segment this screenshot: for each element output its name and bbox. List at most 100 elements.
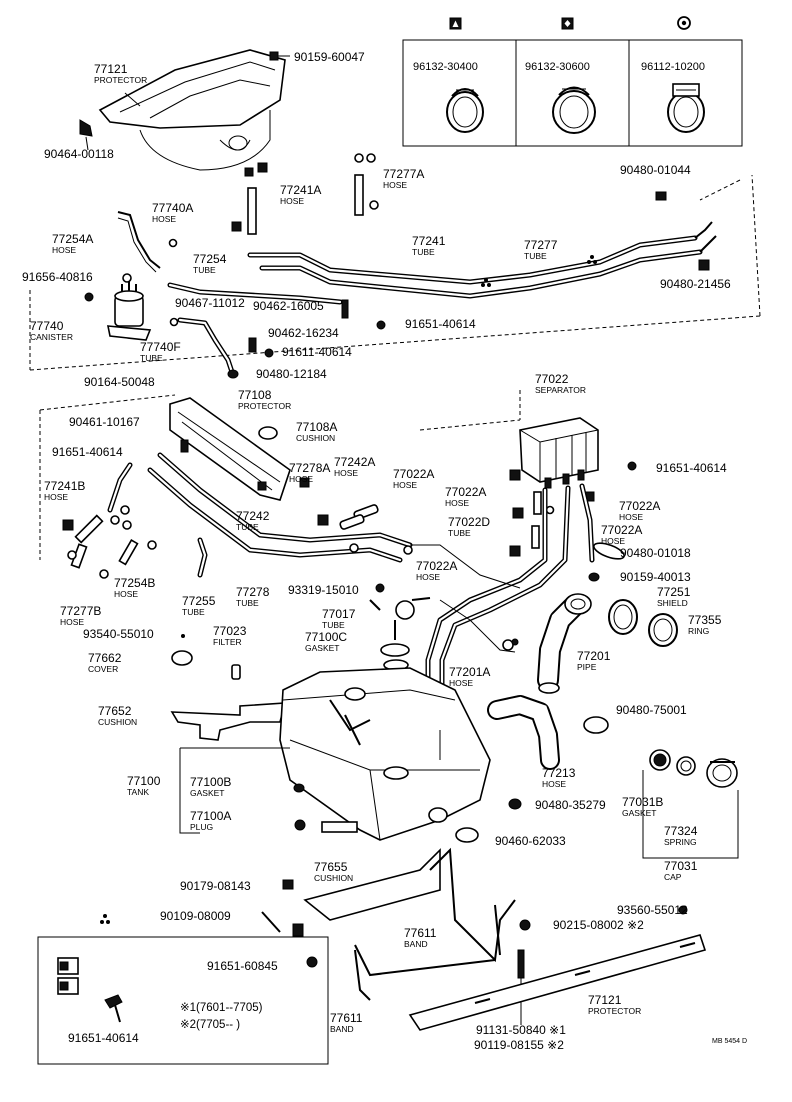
part-number-p77740: 77740 xyxy=(30,319,64,333)
clip-icon xyxy=(168,238,178,248)
part-number-p77022A_1: 77022A xyxy=(393,467,434,481)
cushion-77655 xyxy=(321,821,358,833)
hose-77278a xyxy=(339,514,365,530)
part-number-p90462_16234: 90462-16234 xyxy=(268,326,339,340)
part-number-p77277B: 77277B xyxy=(60,604,101,618)
clip-icon xyxy=(538,682,560,694)
part-number-p90480_01018: 90480-01018 xyxy=(620,546,691,560)
part-name-p77121_top: PROTECTOR xyxy=(94,75,147,85)
bolt-icon xyxy=(264,348,274,358)
part-name-p77740A: HOSE xyxy=(152,214,176,224)
clip-icon xyxy=(317,514,329,526)
part-number-p90461_10167: 90461-10167 xyxy=(69,415,140,429)
part-name-p77022A_1: HOSE xyxy=(393,480,417,490)
part-name-p77254: TUBE xyxy=(193,265,216,275)
gasket-77100b xyxy=(293,783,305,793)
bottom-protector xyxy=(408,934,707,1031)
hose-clip-icon xyxy=(446,88,484,133)
bands xyxy=(303,847,516,1001)
part-name-p77241A: HOSE xyxy=(280,196,304,206)
clip-icon xyxy=(110,515,120,525)
part-number-p91651_40614_c: 91651-40614 xyxy=(656,461,727,475)
part-number-p77108A: 77108A xyxy=(296,420,337,434)
separator-lines xyxy=(410,483,595,693)
part-name-p77100B: GASKET xyxy=(190,788,224,798)
bolt-icon xyxy=(341,299,349,319)
part-name-p77254A: HOSE xyxy=(52,245,76,255)
leader-line xyxy=(124,92,141,107)
part-name-p77213: HOSE xyxy=(542,779,566,789)
fuel-tubes xyxy=(107,452,413,578)
part-name-p77278A: HOSE xyxy=(289,474,313,484)
hose-77022a xyxy=(533,491,542,515)
bolt-icon xyxy=(248,337,257,353)
bracket-line xyxy=(642,770,739,859)
clip-icon xyxy=(509,545,521,557)
clip-triad-icon xyxy=(481,255,597,287)
part-number-p77100: 77100 xyxy=(127,774,161,788)
part-name-p77278: TUBE xyxy=(236,598,259,608)
clip-icon xyxy=(354,153,364,163)
part-number-p91611_40614: 91611-40614 xyxy=(282,345,352,359)
tube-77740f xyxy=(177,317,235,375)
fuel-cap-group xyxy=(649,749,738,788)
part-number-p77023: 77023 xyxy=(213,624,247,638)
part-number-p77022A_4: 77022A xyxy=(601,523,642,537)
part-name-p77100: TANK xyxy=(127,787,149,797)
part-name-p77277B: HOSE xyxy=(60,617,84,627)
tube-77740f xyxy=(178,318,234,374)
part-number-p77121_bot: 77121 xyxy=(588,993,622,1007)
shield-77251 xyxy=(608,599,638,635)
part-number-p77355: 77355 xyxy=(688,613,722,627)
hose-77213 xyxy=(489,696,558,768)
part-name-p77201A: HOSE xyxy=(449,678,473,688)
diagram-code: MB 5454 D xyxy=(712,1038,747,1045)
clip-icon xyxy=(593,542,625,560)
shield-77251 xyxy=(613,604,633,630)
clip-icon xyxy=(511,638,519,646)
part-number-p77242A: 77242A xyxy=(334,455,375,469)
part-name-p77255: TUBE xyxy=(182,607,205,617)
part-number-p90462_16005: 90462-16005 xyxy=(253,299,324,313)
part-name-p77017: TUBE xyxy=(322,620,345,630)
bolt-icon xyxy=(517,949,525,979)
triangle-symbol-icon xyxy=(452,20,459,27)
clip-icon xyxy=(509,469,521,481)
clip-code-2: 96132-30600 xyxy=(525,61,590,73)
part-number-p77108: 77108 xyxy=(238,388,272,402)
bolt-icon xyxy=(292,923,304,937)
part-number-p77254B: 77254B xyxy=(114,576,155,590)
vapor-tubes xyxy=(167,221,717,305)
clip-icon xyxy=(122,520,132,530)
bolt-icon xyxy=(180,439,189,453)
part-number-p90480_12184: 90480-12184 xyxy=(256,367,327,381)
part-number-p77611_b: 77611 xyxy=(330,1011,363,1025)
part-number-p77611_a: 77611 xyxy=(404,926,437,940)
part-number-p77278: 77278 xyxy=(236,585,270,599)
part-name-p77277A: HOSE xyxy=(383,180,407,190)
clip-icon xyxy=(244,167,254,177)
part-number-p91131_50840: 91131-50840 ※1 xyxy=(476,1023,566,1037)
clip-icon xyxy=(349,543,359,553)
plug-77100a xyxy=(294,819,306,831)
part-name-p77611_b: BAND xyxy=(330,1024,354,1034)
part-name-p77655: CUSHION xyxy=(314,873,353,883)
part-name-p77201: PIPE xyxy=(577,662,597,672)
part-number-p77241: 77241 xyxy=(412,234,446,248)
part-number-p77022D: 77022D xyxy=(448,515,490,529)
part-number-p77242: 77242 xyxy=(236,509,270,523)
hose-77740a xyxy=(117,217,157,273)
clip-icon xyxy=(99,569,109,579)
ring-77355 xyxy=(653,618,673,642)
hose-77241b xyxy=(74,514,104,544)
clip-icon xyxy=(508,798,522,810)
clip-icon xyxy=(366,153,376,163)
part-number-p93540_55010: 93540-55010 xyxy=(83,627,154,641)
bottom-protector xyxy=(474,942,696,1004)
tube-77022d xyxy=(531,525,540,549)
clip-icon xyxy=(122,273,132,283)
part-number-p90109_08009: 90109-08009 xyxy=(160,909,231,923)
part-name-p77277: TUBE xyxy=(524,251,547,261)
